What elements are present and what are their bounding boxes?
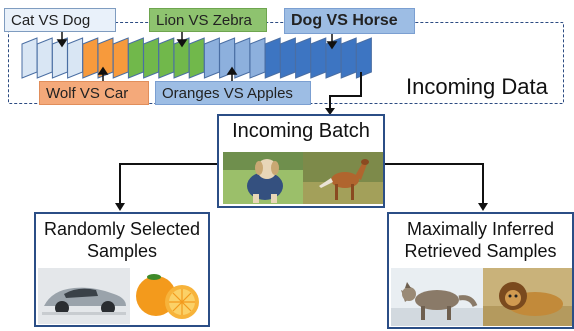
label-cat-vs-dog: Cat VS Dog (4, 8, 116, 32)
mir-title-line1: Maximally Inferred (406, 219, 555, 239)
arrow-head-oranges-apples (226, 66, 238, 75)
dog-photo (223, 152, 303, 204)
orange-photo (130, 268, 208, 324)
arrow-head-wolf-car (97, 66, 109, 75)
random-samples-title: Randomly Selected Samples (36, 218, 208, 262)
random-samples-box: Randomly Selected Samples (34, 212, 210, 327)
connector-batch-to-mir (385, 163, 484, 204)
lion-photo (483, 268, 572, 326)
random-title-line2: Samples (86, 241, 158, 261)
arrow-head-batch (325, 108, 335, 115)
random-title-line1: Randomly Selected (43, 219, 201, 239)
connector-batch-to-random (119, 163, 217, 204)
label-oranges-vs-apples: Oranges VS Apples (155, 81, 311, 105)
task-card-dog-horse (355, 37, 372, 79)
arrow-head-dog-horse (326, 41, 338, 50)
data-stream-cards (21, 32, 372, 81)
arrow-head-mir (478, 203, 488, 211)
mir-samples-title: Maximally Inferred Retrieved Samples (389, 218, 572, 262)
label-dog-vs-horse: Dog VS Horse (284, 8, 415, 34)
label-lion-vs-zebra: Lion VS Zebra (149, 8, 267, 32)
wolf-photo (391, 268, 483, 326)
mir-title-line2: Retrieved Samples (404, 241, 557, 261)
incoming-batch-box: Incoming Batch (217, 114, 385, 208)
car-photo (38, 268, 130, 324)
incoming-data-label: Incoming Data (406, 74, 548, 99)
label-wolf-vs-car: Wolf VS Car (39, 81, 149, 105)
arrow-head-cat-dog (56, 39, 68, 48)
arrow-head-random (115, 203, 125, 211)
arrow-head-lion-zebra (176, 39, 188, 48)
mir-samples-box: Maximally Inferred Retrieved Samples (387, 212, 574, 329)
horse-photo (303, 152, 383, 204)
incoming-batch-title: Incoming Batch (232, 120, 370, 142)
connector-stream-to-batch (329, 72, 362, 110)
